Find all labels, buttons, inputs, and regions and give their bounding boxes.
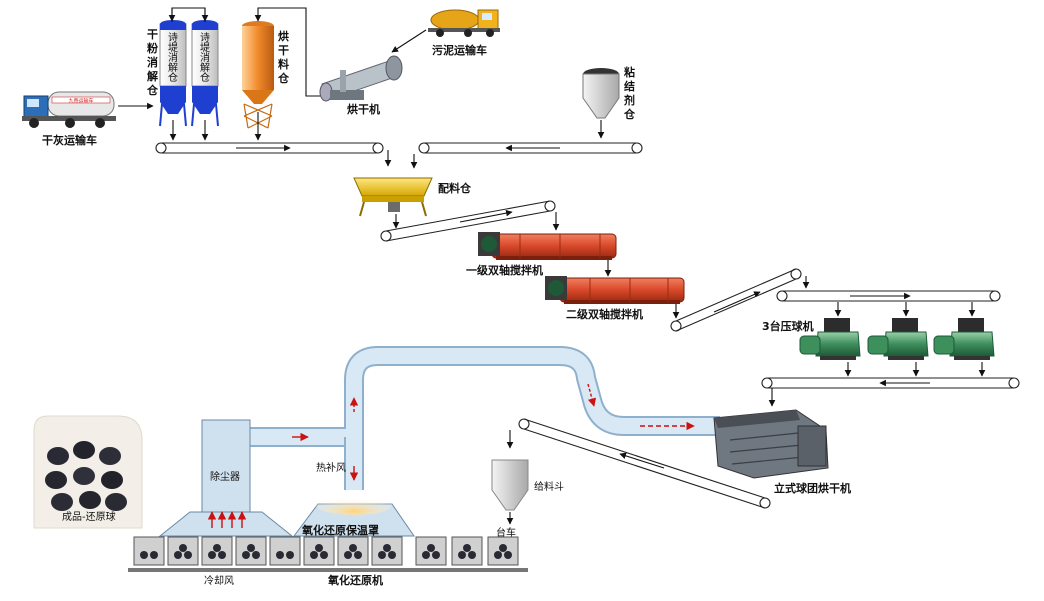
feed-hopper-label: 给料斗 xyxy=(534,480,564,493)
oxidation-hood xyxy=(293,495,415,537)
briquette-press-icon xyxy=(799,318,861,360)
svg-text:消: 消 xyxy=(168,51,178,64)
oxidation-hood-label: 氧化还原保温罩 xyxy=(301,523,379,537)
mixer-2-icon xyxy=(545,276,685,304)
briquette-press-icon xyxy=(933,318,995,360)
conveyor-belt xyxy=(670,268,802,332)
svg-text:仓: 仓 xyxy=(277,71,290,85)
svg-text:消: 消 xyxy=(147,55,158,69)
svg-text:剂: 剂 xyxy=(623,93,635,107)
svg-text:干: 干 xyxy=(278,44,289,57)
batching-bin-label: 配料仓 xyxy=(438,181,472,195)
vertical-dryer-icon xyxy=(713,409,829,479)
dust-collector-label: 除尘器 xyxy=(210,470,240,483)
dry-ash-truck-label: 干灰运输车 xyxy=(42,133,97,147)
svg-text:消: 消 xyxy=(200,51,210,64)
briquette-press-label: 3台压球机 xyxy=(762,319,814,333)
hot-air-pipe xyxy=(250,346,720,490)
sludge-truck-icon xyxy=(428,9,500,37)
svg-text:解: 解 xyxy=(147,69,158,83)
oxidation-reducer-label: 氧化还原机 xyxy=(327,573,383,587)
svg-text:料: 料 xyxy=(278,57,289,71)
feed-hopper-icon xyxy=(491,459,529,511)
dried-material-silo-label: 烘 干 料 仓 xyxy=(277,29,290,85)
silo-stripe-text: 诗 堤 消 解 仓 诗 堤 消 解 仓 xyxy=(168,31,210,84)
cooling-air-label: 冷却风 xyxy=(204,574,234,587)
cooling-hood xyxy=(158,511,294,537)
svg-text:结: 结 xyxy=(623,79,635,93)
svg-text:解: 解 xyxy=(200,61,210,74)
svg-text:仓: 仓 xyxy=(146,83,159,97)
briquette-press-icon xyxy=(867,318,929,360)
dried-material-silo-icon xyxy=(242,21,274,129)
hot-air-label: 热补风 xyxy=(316,461,346,474)
vertical-dryer-label: 立式球团烘干机 xyxy=(774,481,851,495)
svg-text:粘: 粘 xyxy=(624,65,635,79)
dry-powder-silo-label: 干 粉 消 解 仓 xyxy=(146,28,159,97)
conveyor-belt xyxy=(761,377,1020,389)
conveyor-belt xyxy=(380,200,556,242)
svg-text:干: 干 xyxy=(147,28,158,41)
dryer-label: 烘干机 xyxy=(347,102,380,116)
trolley-label: 台车 xyxy=(496,526,516,539)
sludge-truck-label: 污泥运输车 xyxy=(432,43,487,57)
finished-product-label: 成品-还原球 xyxy=(62,510,116,523)
svg-text:堤: 堤 xyxy=(200,42,210,54)
batching-bin-icon xyxy=(353,177,433,217)
svg-text:堤: 堤 xyxy=(168,42,178,54)
svg-text:诗: 诗 xyxy=(200,31,210,44)
conveyor-belt xyxy=(518,418,771,509)
svg-text:粉: 粉 xyxy=(147,41,158,55)
finished-product-image xyxy=(33,415,143,529)
svg-text:仓: 仓 xyxy=(200,71,210,84)
svg-text:仓: 仓 xyxy=(623,107,636,121)
truck-banner: 九帝运输车 xyxy=(68,98,93,105)
mixer-1-icon xyxy=(478,232,617,260)
svg-text:烘: 烘 xyxy=(278,29,289,43)
conveyor-belt xyxy=(776,290,1001,302)
svg-text:解: 解 xyxy=(168,61,178,74)
trolley-line xyxy=(128,536,528,572)
svg-text:诗: 诗 xyxy=(168,31,178,44)
binder-silo-label: 粘 结 剂 仓 xyxy=(623,65,636,121)
svg-text:仓: 仓 xyxy=(168,71,178,84)
mixer-2-label: 二级双轴搅拌机 xyxy=(566,307,643,321)
conveyor-belt xyxy=(418,142,643,154)
rotary-dryer-icon xyxy=(319,55,403,102)
dry-ash-truck-icon: 九帝运输车 xyxy=(22,91,116,128)
binder-silo-icon xyxy=(582,68,620,119)
conveyor-belt xyxy=(155,142,384,154)
mixer-1-label: 一级双轴搅拌机 xyxy=(466,263,543,277)
dust-collector-icon xyxy=(201,419,251,513)
dry-powder-silo-icon xyxy=(159,20,219,127)
